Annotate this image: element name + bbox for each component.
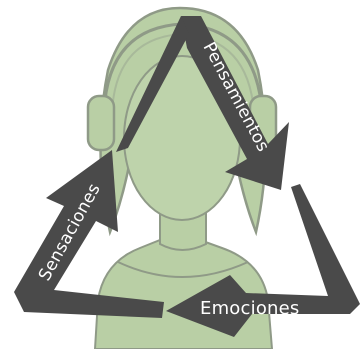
- label-emociones: Emociones: [200, 298, 300, 319]
- headphone-left-cup-icon: [88, 96, 114, 150]
